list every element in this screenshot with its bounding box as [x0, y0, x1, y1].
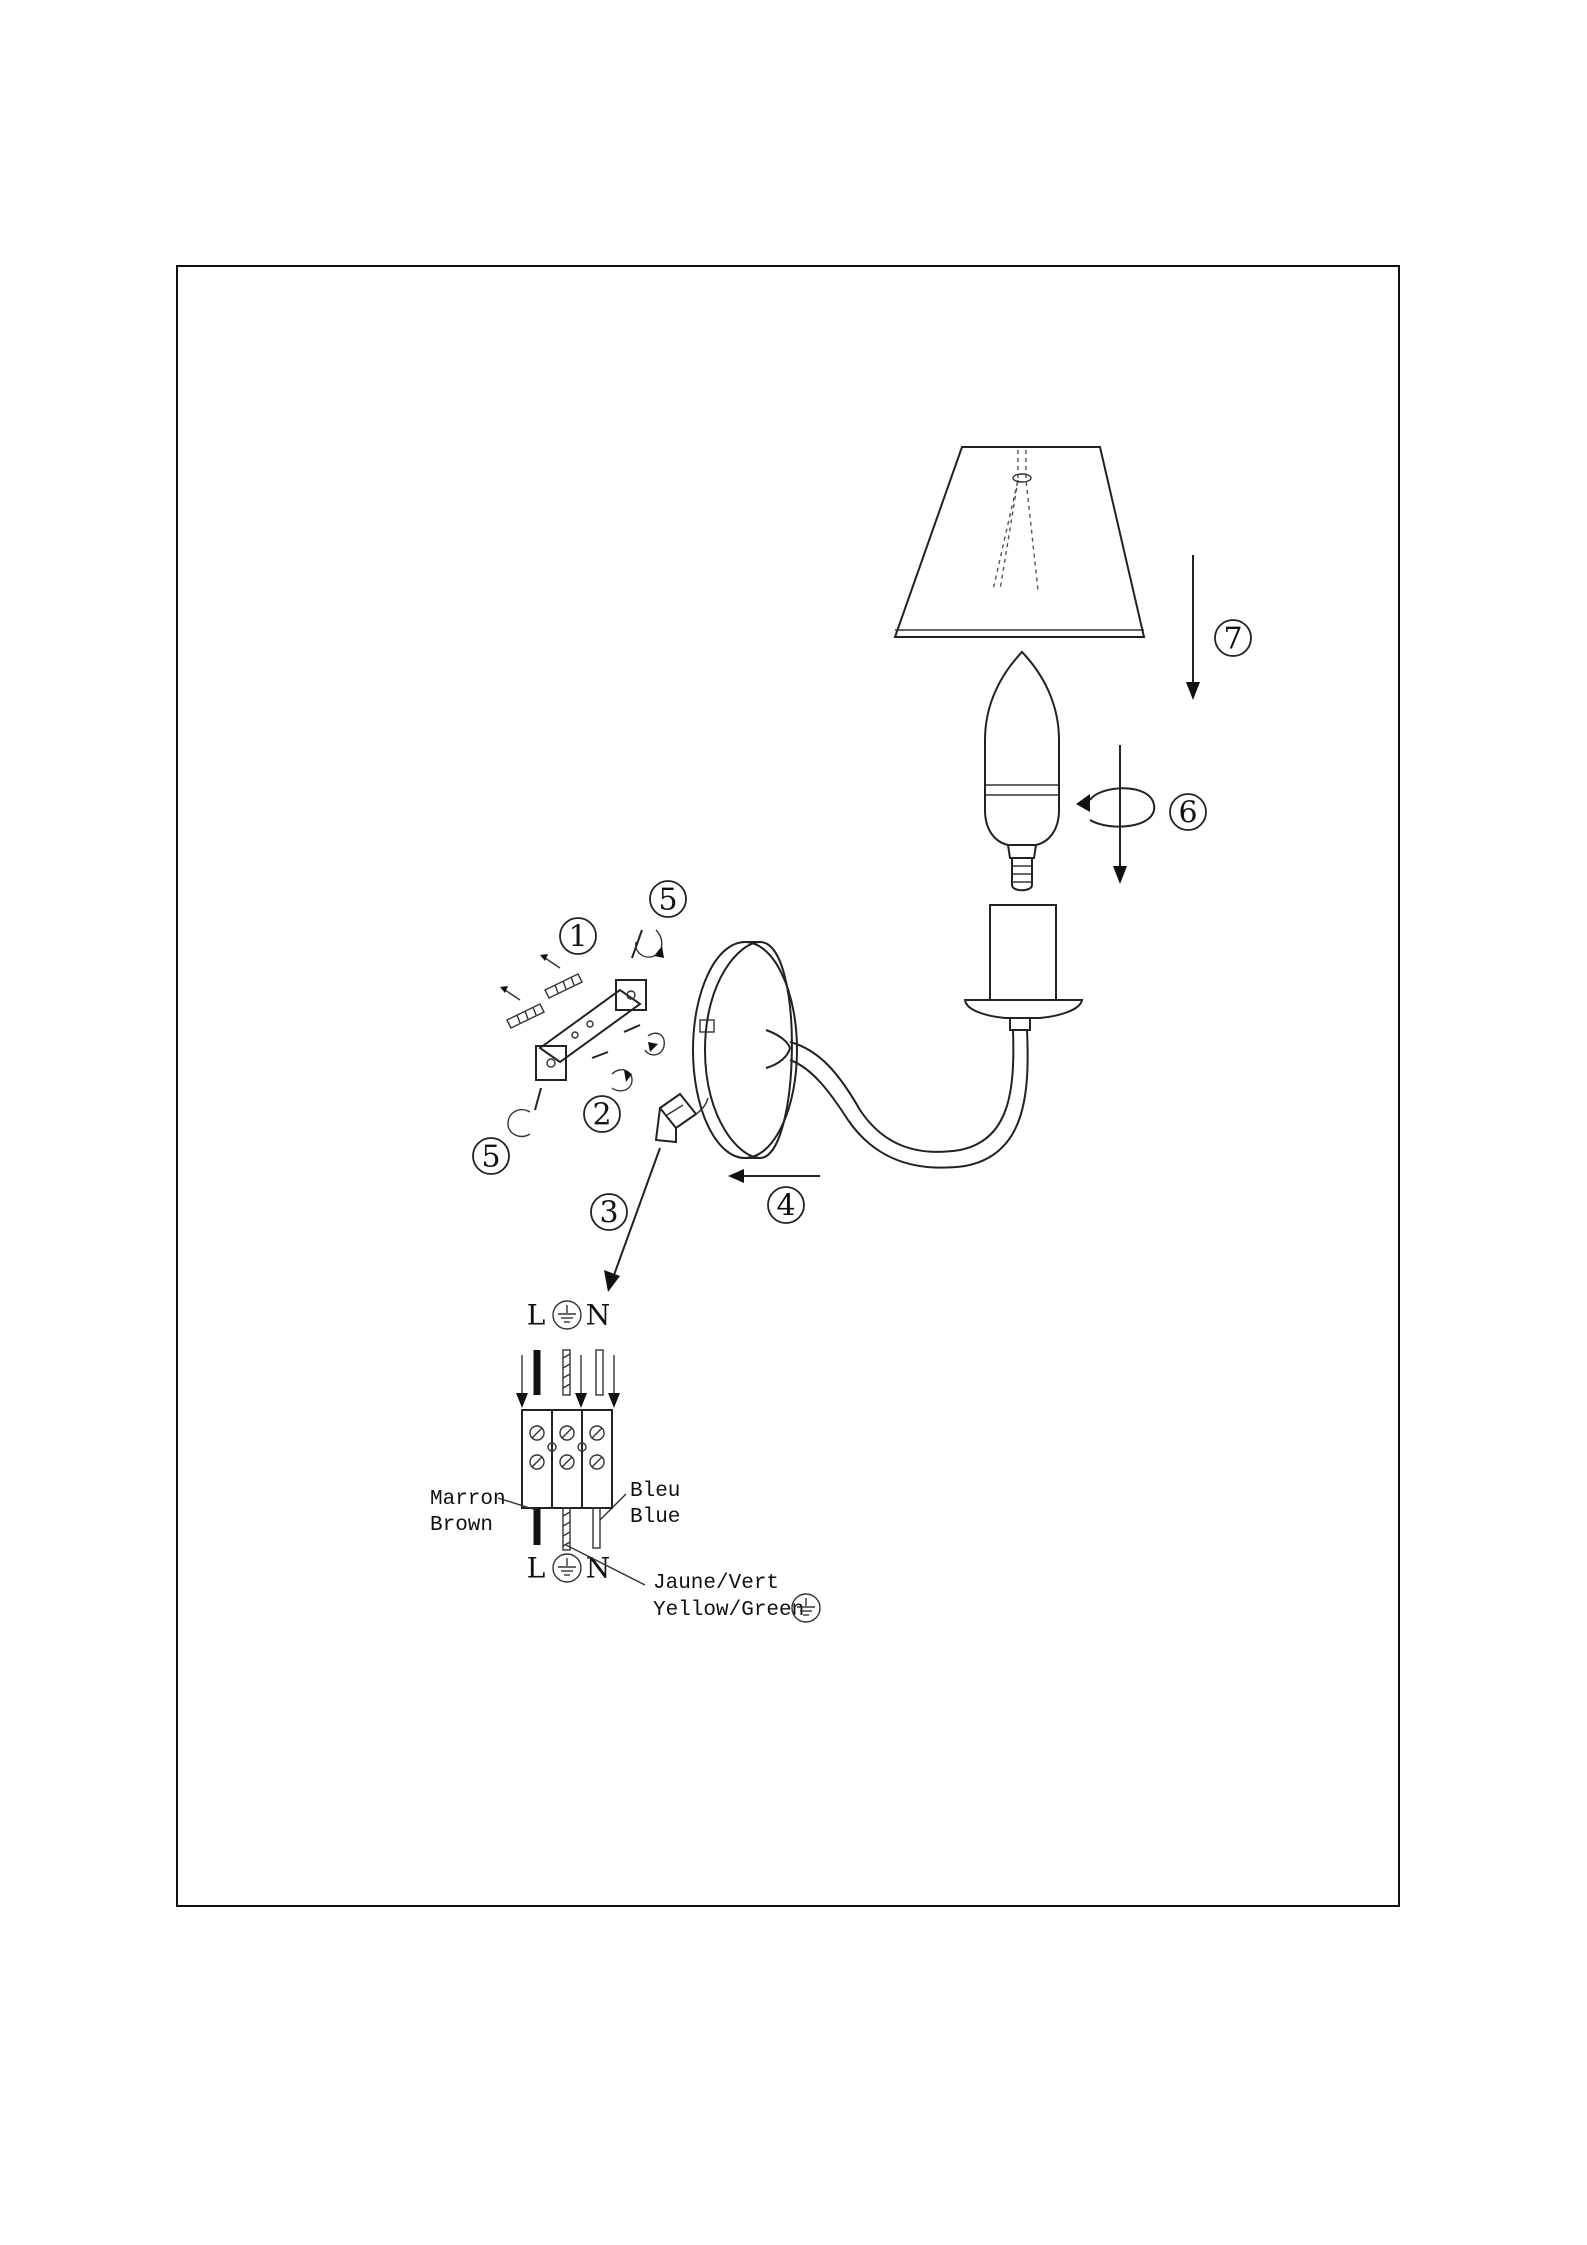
bracket-screws [535, 930, 642, 1110]
brown-wire-label-en: Brown [430, 1514, 493, 1537]
step-4-number: 4 [776, 1189, 795, 1224]
step-7-number: 7 [1223, 622, 1242, 657]
wall-plugs [507, 974, 582, 1028]
step-5-badge-top: 5 [650, 881, 686, 918]
step-6-arrows [1076, 745, 1154, 884]
step-5-badge-bottom: 5 [473, 1138, 509, 1175]
earth-wire-label-fr: Jaune/Vert [653, 1572, 779, 1595]
blue-wire-label: Bleu Blue [630, 1480, 680, 1529]
step-5-number-bottom: 5 [481, 1140, 500, 1175]
step-4-badge: 4 [768, 1187, 804, 1224]
terminal-bottom-live-label: L [527, 1552, 546, 1585]
curved-arm [790, 1030, 1028, 1168]
terminal-top-live-label: L [527, 1299, 546, 1332]
step-4-arrow [728, 1169, 820, 1183]
step-5-number-top: 5 [658, 883, 677, 918]
lamp-holder [965, 905, 1082, 1030]
step-2-number: 2 [592, 1098, 611, 1133]
step-1-badge: 1 [560, 918, 596, 955]
step-2-badge: 2 [584, 1096, 620, 1133]
step-6-number: 6 [1178, 796, 1197, 831]
lamp-shade [895, 447, 1144, 637]
incoming-wires [516, 1350, 620, 1408]
earth-wire-label: Jaune/Vert Yellow/Green [653, 1572, 820, 1622]
blue-wire-label-fr: Bleu [630, 1480, 680, 1503]
outgoing-wires [537, 1508, 600, 1550]
brown-wire-label: Marron Brown [430, 1488, 506, 1537]
step-1-number: 1 [568, 920, 587, 955]
terminal-top-neutral-label: N [586, 1299, 611, 1332]
terminal-bottom-labels: L N [527, 1552, 611, 1585]
blue-wire-label-en: Blue [630, 1506, 680, 1529]
step-6-badge: 6 [1170, 794, 1206, 831]
brown-wire-label-fr: Marron [430, 1488, 506, 1511]
step-3-number: 3 [599, 1196, 618, 1231]
wall-canopy [693, 942, 797, 1158]
earth-ground-icon [553, 1301, 581, 1329]
step-7-arrow [1186, 555, 1200, 700]
terminal-block [522, 1410, 612, 1508]
terminal-top-labels: L N [527, 1299, 611, 1332]
terminal-connector [656, 1094, 708, 1142]
earth-ground-icon [553, 1554, 581, 1582]
step-3-badge: 3 [591, 1194, 627, 1231]
step-7-badge: 7 [1215, 620, 1251, 657]
earth-wire-label-en: Yellow/Green [653, 1599, 804, 1622]
candle-bulb [985, 652, 1059, 890]
drill-arrows [500, 954, 560, 1000]
